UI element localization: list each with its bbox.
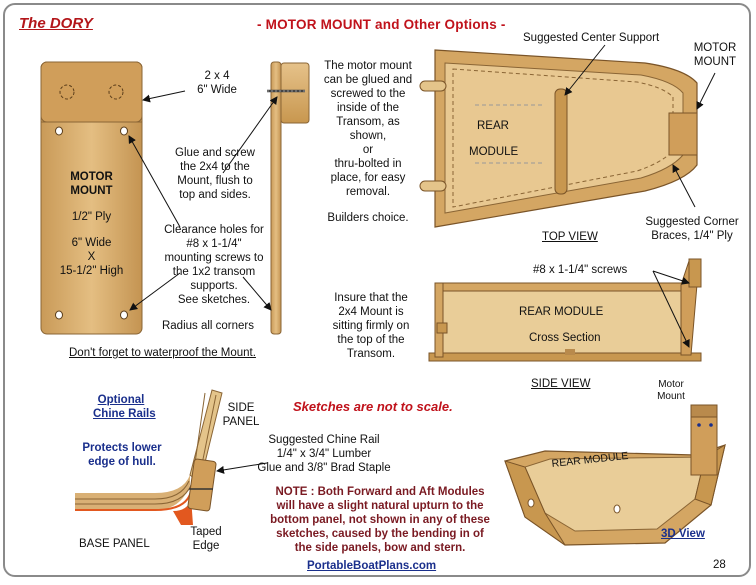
clearance-holes-note: Clearance holes for #8 x 1-1/4" mounting… — [164, 224, 264, 306]
top-view-caption: TOP VIEW — [542, 231, 598, 243]
base-panel-label: BASE PANEL — [79, 538, 150, 550]
side-panel-label: SIDE PANEL — [222, 402, 260, 428]
top-rear-label: REAR — [477, 120, 509, 132]
top-module-label: MODULE — [469, 146, 519, 158]
modules-note: NOTE : Both Forward and Aft Modules will… — [270, 486, 490, 554]
page-number: 28 — [713, 559, 726, 571]
motor-mount-plate — [40, 61, 143, 335]
cross-section-label: Cross Section — [529, 332, 601, 344]
radius-note: Radius all corners — [161, 320, 255, 332]
side-view-arrows — [652, 270, 690, 348]
screws-label: #8 x 1-1/4" screws — [533, 264, 628, 276]
top-view-boat — [419, 49, 698, 228]
side-view-caption: SIDE VIEW — [531, 378, 591, 390]
insure-note: Insure that the 2x4 Mount is sitting fir… — [332, 292, 410, 360]
top-motor-mount-label: MOTOR MOUNT — [693, 42, 737, 68]
website-link[interactable]: PortableBoatPlans.com — [307, 560, 437, 572]
scale-note: Sketches are not to scale. — [293, 399, 453, 414]
page-title: The DORY — [19, 15, 93, 32]
two-by-four-label: 2 x 4 6" Wide — [197, 70, 237, 96]
three-d-boat — [504, 404, 726, 546]
three-d-motor-mount-label: Motor Mount — [657, 379, 685, 402]
center-support-label: Suggested Center Support — [523, 32, 660, 44]
mount-arrows — [128, 90, 278, 311]
mount-plate-label: MOTOR MOUNT 1/2" Ply 6" Wide X 15-1/2" H… — [59, 171, 124, 277]
optional-chine-label: Optional Chine Rails — [93, 394, 156, 420]
side-view-boat — [428, 258, 702, 362]
top-view-arrows — [564, 44, 716, 208]
taped-edge-label: Taped Edge — [190, 526, 222, 552]
motor-mount-description: The motor mount can be glued and screwed… — [323, 60, 413, 224]
glue-screw-note: Glue and screw the 2x4 to the Mount, flu… — [175, 147, 255, 201]
chine-arrows — [216, 462, 268, 474]
protects-label: Protects lower edge of hull. — [82, 442, 162, 468]
corner-braces-label: Suggested Corner Braces, 1/4" Ply — [645, 216, 739, 242]
drawings-canvas — [40, 44, 726, 546]
waterproof-note: Don't forget to waterproof the Mount. — [69, 347, 256, 359]
mount-side-section — [267, 61, 310, 335]
page-subtitle: - MOTOR MOUNT and Other Options - — [257, 17, 506, 32]
three-d-caption: 3D View — [661, 528, 705, 540]
chine-rail-section — [75, 389, 223, 525]
suggested-chine-label: Suggested Chine Rail 1/4" x 3/4" Lumber … — [257, 434, 391, 474]
page: The DORY - MOTOR MOUNT and Other Options… — [3, 3, 751, 577]
side-rear-module-label: REAR MODULE — [519, 306, 604, 318]
